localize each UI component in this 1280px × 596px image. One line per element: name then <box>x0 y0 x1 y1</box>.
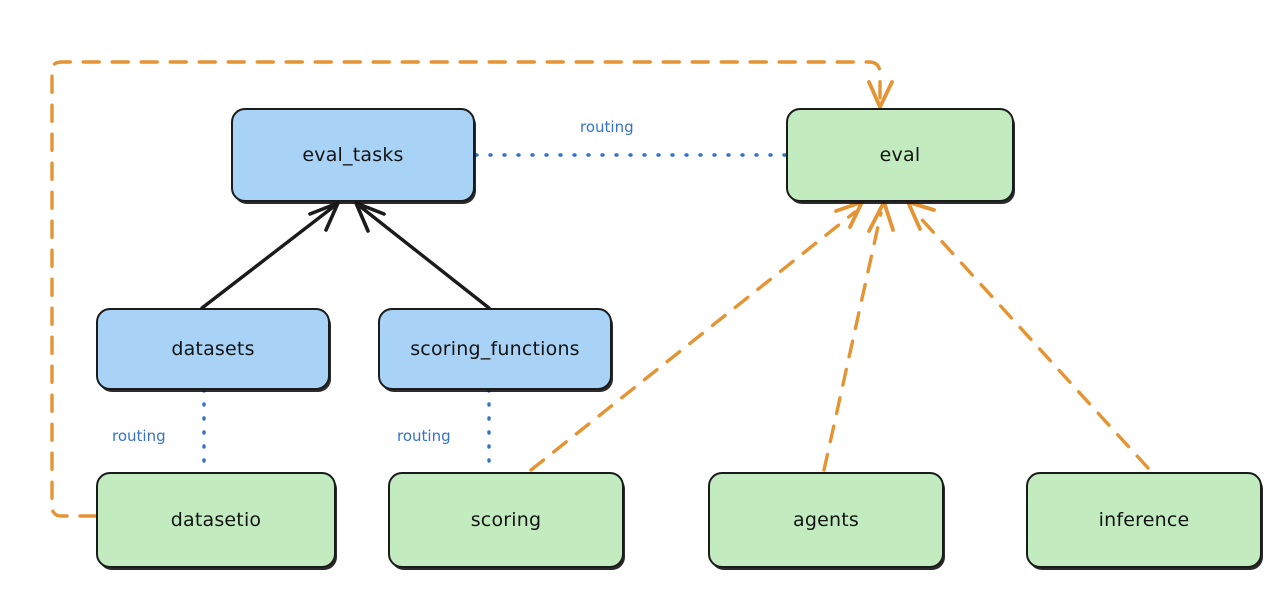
node-scoring-functions[interactable]: scoring_functions <box>378 308 612 390</box>
node-scoring[interactable]: scoring <box>388 472 624 568</box>
edge-scoring-to-eval-arrowhead <box>834 200 864 229</box>
edge-label-routing-scoring-functions-scoring: routing <box>397 427 451 445</box>
edge-datasets-to-eval_tasks-arrowhead <box>308 201 340 232</box>
node-label: datasetio <box>170 509 262 531</box>
node-label: scoring <box>470 509 542 531</box>
node-agents[interactable]: agents <box>708 472 944 568</box>
edge-datasetio-to-eval-arrowhead <box>867 80 894 109</box>
edge-agents-to-eval-arrowhead <box>867 200 895 233</box>
edge-inference-to-eval <box>913 210 1150 470</box>
node-label: eval_tasks <box>302 144 404 166</box>
edge-inference-to-eval-arrowhead <box>906 200 936 231</box>
edge-datasetio-to-eval <box>50 60 882 518</box>
node-eval-tasks[interactable]: eval_tasks <box>231 108 475 202</box>
node-datasetio[interactable]: datasetio <box>96 472 336 568</box>
edge-scoringfn-to-eval_tasks-arrowhead <box>354 201 386 233</box>
node-label: agents <box>793 509 859 531</box>
edge-scoringfn-to-eval_tasks <box>355 202 491 310</box>
edge-label-routing-datasets-datasetio: routing <box>112 427 166 445</box>
node-datasets[interactable]: datasets <box>96 308 330 390</box>
node-label: eval <box>879 144 921 166</box>
edge-scoring-to-eval <box>529 210 857 472</box>
edge-datasets-to-eval_tasks <box>200 202 339 310</box>
node-label: inference <box>1098 509 1190 531</box>
edge-label-routing-eval-tasks-eval: routing <box>580 118 634 136</box>
node-inference[interactable]: inference <box>1026 472 1262 568</box>
edge-agents-to-eval <box>822 211 883 472</box>
node-label: datasets <box>171 338 255 360</box>
node-label: scoring_functions <box>410 338 580 360</box>
node-eval[interactable]: eval <box>786 108 1014 202</box>
